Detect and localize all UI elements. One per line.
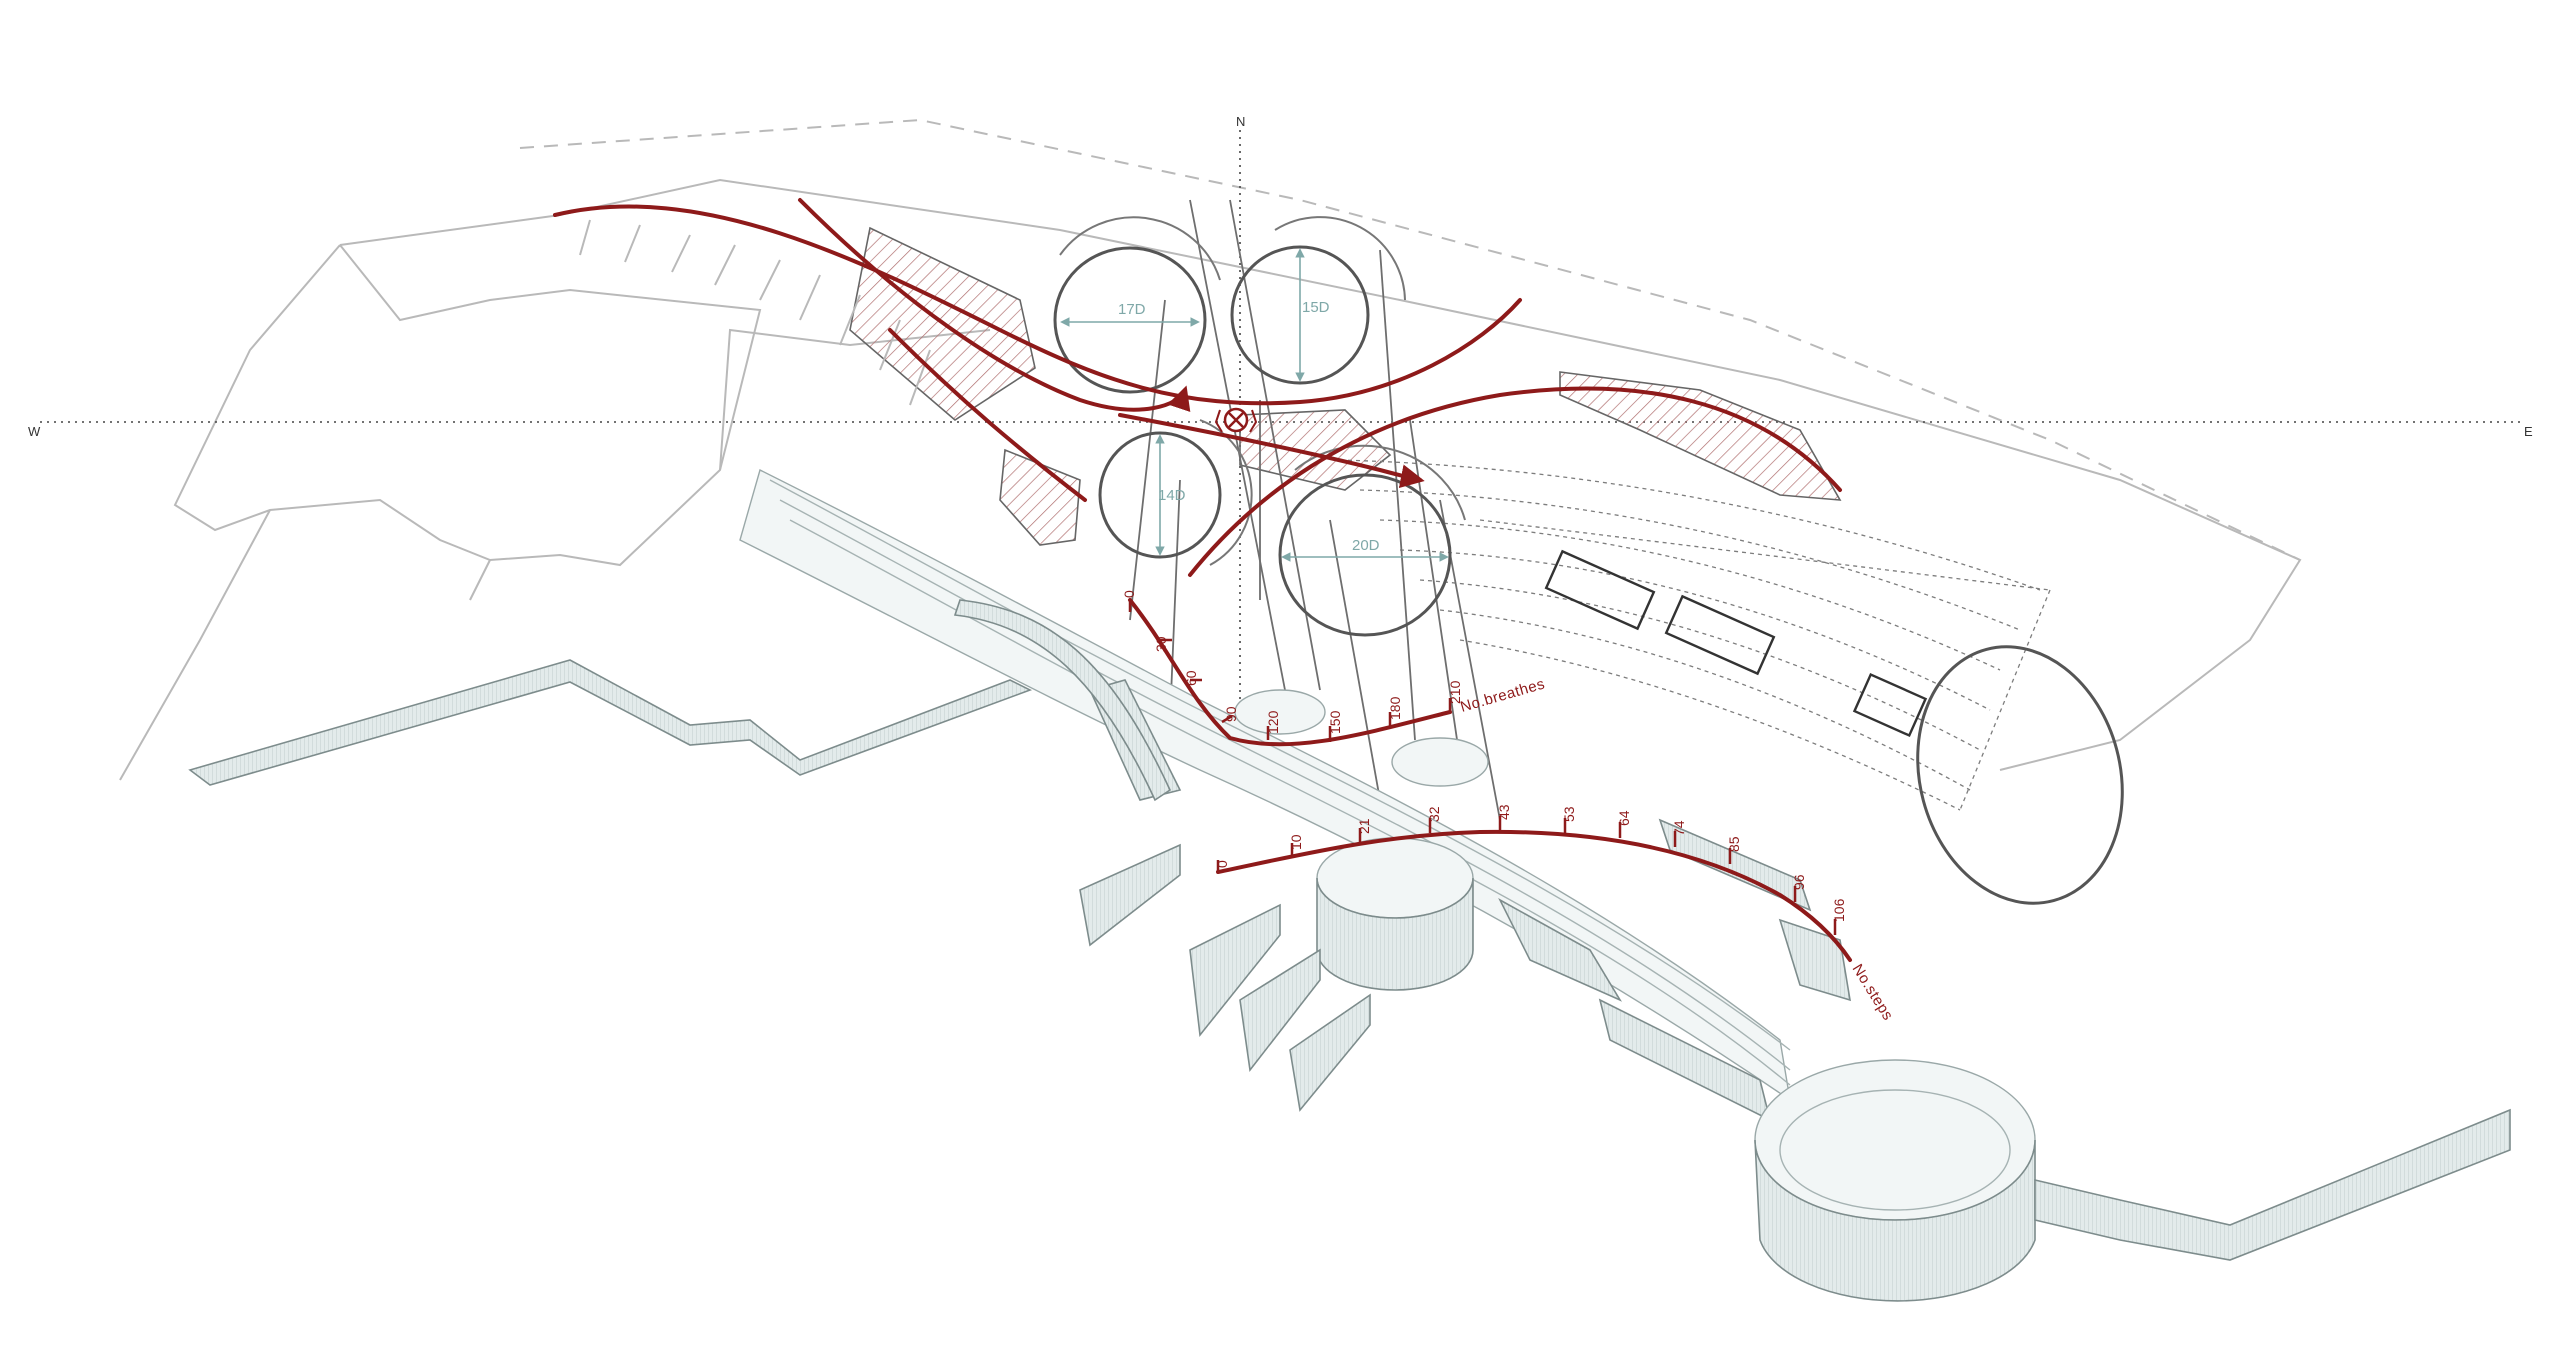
step-tick-74: 74	[1671, 820, 1687, 836]
circle-15d: 15D	[1230, 216, 1406, 385]
basin-wall	[1754, 1139, 2036, 1302]
step-tick-53: 53	[1561, 806, 1577, 822]
circle-15d-label: 15D	[1302, 299, 1330, 316]
step-tick-32: 32	[1426, 806, 1442, 822]
circle-17d-label: 17D	[1118, 301, 1146, 318]
block-5	[1658, 818, 1812, 912]
step-tick-85: 85	[1726, 836, 1742, 852]
breath-tick-210: 210	[1447, 680, 1463, 704]
movement-curves	[553, 198, 1842, 577]
site-plan-outline	[119, 118, 2302, 781]
breath-tick-180: 180	[1387, 696, 1403, 720]
compass-west: W	[28, 424, 41, 439]
pier-2	[1189, 903, 1281, 1037]
hatched-zone-2	[999, 448, 1081, 546]
circle-14d-label: 14D	[1158, 487, 1186, 504]
block-2	[1498, 898, 1622, 1002]
circle-17d: 17D	[1053, 216, 1221, 394]
step-note: No.steps	[1849, 961, 1897, 1024]
pier-1	[1079, 843, 1181, 947]
arc-walkway	[953, 599, 1172, 802]
small-drum-2	[1391, 737, 1489, 787]
red-curve-1	[553, 204, 1522, 406]
step-ticks: 0 10 21 32 43 53 64 74 85 96 106	[1214, 804, 1847, 935]
breath-curve	[1128, 598, 1452, 747]
basin-top	[1754, 1059, 2036, 1221]
breath-tick-60: 60	[1183, 670, 1199, 686]
breath-tick-150: 150	[1327, 710, 1343, 734]
step-tick-43: 43	[1496, 804, 1512, 820]
step-curve	[1216, 829, 1852, 962]
circle-14d: 14D	[1098, 419, 1253, 566]
hatched-zone-3	[1239, 409, 1392, 491]
wall-right	[2034, 1108, 2511, 1261]
block-4	[1778, 918, 1852, 1002]
breath-tick-90: 90	[1223, 706, 1239, 722]
step-path: 0 10 21 32 43 53 64 74 85 96 106 No.step…	[1214, 804, 1897, 1024]
step-tick-106: 106	[1831, 898, 1847, 922]
circle-20d-label: 20D	[1352, 537, 1380, 554]
large-view-circle	[1916, 645, 2124, 905]
view-circles: 17D 15D 14D 20D	[1053, 216, 1466, 637]
pier-4	[1289, 993, 1371, 1112]
red-curve-2	[798, 198, 1191, 413]
step-tick-96: 96	[1791, 874, 1807, 890]
breath-note: No.breathes	[1458, 675, 1547, 715]
step-tick-64: 64	[1616, 810, 1632, 826]
breath-tick-0: 0	[1121, 590, 1137, 598]
wall-left	[188, 659, 1033, 786]
step-tick-0: 0	[1214, 860, 1230, 868]
pier-3	[1239, 948, 1321, 1072]
massing-model	[188, 468, 2511, 1302]
compass-north: N	[1236, 114, 1245, 129]
breath-tick-120: 120	[1265, 710, 1281, 734]
arc-field	[1339, 459, 2124, 905]
breath-ticks: 0 30 60 90 120 150 180 210	[1121, 590, 1463, 742]
frame-box-1	[1544, 549, 1656, 631]
red-curve-3	[888, 328, 1087, 502]
compass-east: E	[2524, 424, 2533, 439]
step-tick-10: 10	[1288, 834, 1304, 850]
breath-tick-30: 30	[1153, 636, 1169, 652]
hatched-zone-4	[1559, 371, 1842, 501]
central-drum-wall	[1316, 877, 1474, 991]
small-drum-1	[1234, 689, 1326, 735]
frame-box-2	[1664, 594, 1776, 676]
red-curve-5	[1188, 386, 1842, 577]
viewpoint-icon	[1214, 407, 1258, 433]
step-tick-21: 21	[1356, 818, 1372, 834]
frame-box-3	[1852, 672, 1928, 738]
